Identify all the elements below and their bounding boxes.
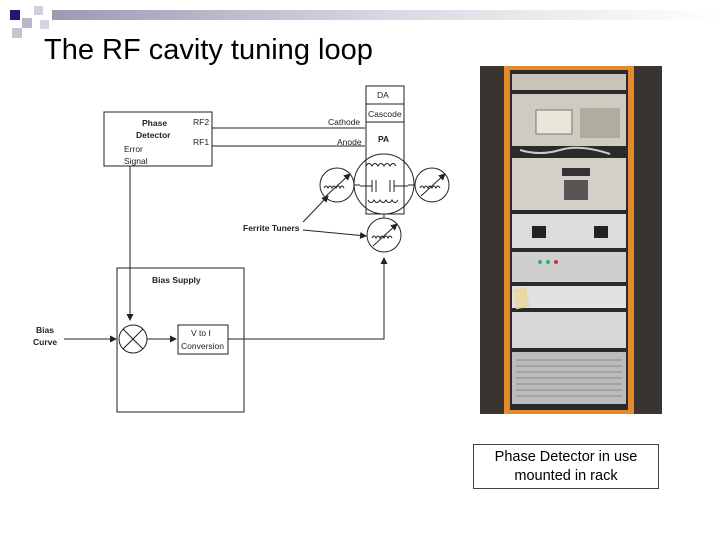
rack-photo <box>480 66 662 414</box>
tuner-right-icon <box>414 167 450 203</box>
pa-label: PA <box>378 134 389 144</box>
caption-line-1: Phase Detector in use <box>494 449 638 465</box>
caption-line-2: mounted in rack <box>514 468 618 484</box>
curve-label: Curve <box>33 337 57 347</box>
detector-label: Detector <box>136 130 171 140</box>
rf2-label: RF2 <box>193 117 209 127</box>
phase-label: Phase <box>142 118 167 128</box>
photo-caption: Phase Detector in use mounted in rack <box>473 444 659 489</box>
bias-output-line <box>228 257 388 340</box>
tuner-left-icon <box>319 167 355 203</box>
phase-detector-box <box>103 111 213 167</box>
header-bar <box>52 10 720 20</box>
cavity-circle <box>353 153 415 215</box>
cascode-label: Cascode <box>368 109 402 119</box>
conversion-label: Conversion <box>181 341 224 351</box>
bias-supply-label: Bias Supply <box>152 275 201 285</box>
v-to-i-label: V to I <box>191 328 211 338</box>
amplifier-stack <box>365 85 405 215</box>
cathode-label: Cathode <box>328 117 360 127</box>
slide-title: The RF cavity tuning loop <box>44 34 373 66</box>
anode-label: Anode <box>337 137 362 147</box>
tuner-bottom-icon <box>366 217 402 253</box>
bias-label: Bias <box>36 325 54 335</box>
da-label: DA <box>377 90 389 100</box>
signal-label: Signal <box>124 156 148 166</box>
bias-supply-box <box>116 267 245 413</box>
rf1-label: RF1 <box>193 137 209 147</box>
ferrite-tuners-label: Ferrite Tuners <box>243 223 300 233</box>
error-label: Error <box>124 144 143 154</box>
